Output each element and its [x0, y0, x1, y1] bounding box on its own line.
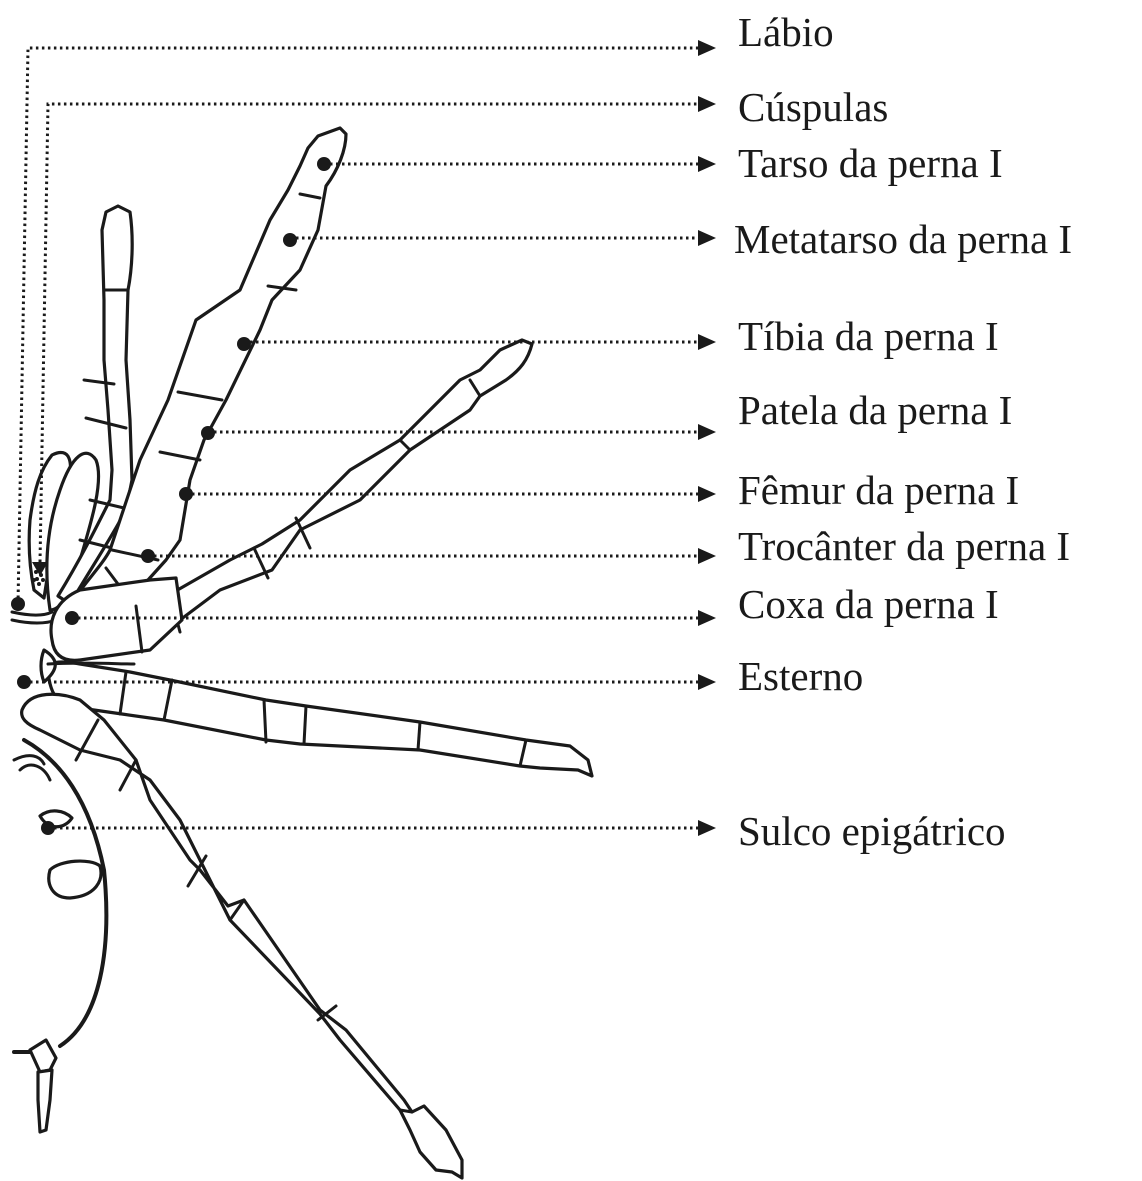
- leg-iv: [20, 692, 464, 1180]
- spinnerets: [12, 1038, 58, 1134]
- label-trocanter: Trocânter da perna I: [738, 523, 1070, 569]
- dot-labio: [11, 597, 25, 611]
- label-labio: Lábio: [738, 9, 834, 55]
- labels: Lábio Cúspulas Tarso da perna I Metatars…: [734, 9, 1072, 854]
- labium-outline: [10, 610, 58, 625]
- pointer-dots: [11, 157, 331, 835]
- dot-coxa: [65, 611, 79, 625]
- coxa-shape: [49, 576, 184, 662]
- arrowhead-esterno: [698, 674, 716, 690]
- label-femur: Fêmur da perna I: [738, 467, 1019, 513]
- dot-patela: [201, 426, 215, 440]
- label-patela: Patela da perna I: [738, 387, 1012, 433]
- arrowhead-metatarso: [698, 230, 716, 246]
- arrowhead-cuspulas: [698, 96, 716, 112]
- label-metatarso: Metatarso da perna I: [734, 216, 1072, 262]
- cuspulas-dots: [32, 567, 45, 586]
- leader-cuspulas: [38, 102, 698, 563]
- dot-sulco: [41, 821, 55, 835]
- arrowhead-labio: [698, 40, 716, 56]
- abdomen-outline: [12, 738, 109, 1048]
- leader-lines: [16, 40, 716, 836]
- leader-labio: [16, 46, 698, 605]
- dot-tarso: [317, 157, 331, 171]
- dot-femur: [179, 487, 193, 501]
- arrowhead-trocanter: [698, 548, 716, 564]
- leg-iv-upper: [56, 204, 134, 606]
- dot-metatarso: [283, 233, 297, 247]
- label-sulco: Sulco epigátrico: [738, 808, 1006, 854]
- dot-trocanter: [141, 549, 155, 563]
- arrowhead-cuspulas-tip: [32, 562, 48, 576]
- arrowhead-sulco: [698, 820, 716, 836]
- label-coxa: Coxa da perna I: [738, 581, 999, 627]
- arrowhead-femur: [698, 486, 716, 502]
- label-cuspulas: Cúspulas: [738, 84, 888, 130]
- label-tibia: Tíbia da perna I: [738, 313, 999, 359]
- arrowhead-tarso: [698, 156, 716, 172]
- arrowhead-coxa: [698, 610, 716, 626]
- dot-esterno: [17, 675, 31, 689]
- dot-tibia: [237, 337, 251, 351]
- arrowhead-tibia: [698, 334, 716, 350]
- label-tarso: Tarso da perna I: [738, 140, 1003, 186]
- label-esterno: Esterno: [738, 653, 863, 699]
- arrowhead-patela: [698, 424, 716, 440]
